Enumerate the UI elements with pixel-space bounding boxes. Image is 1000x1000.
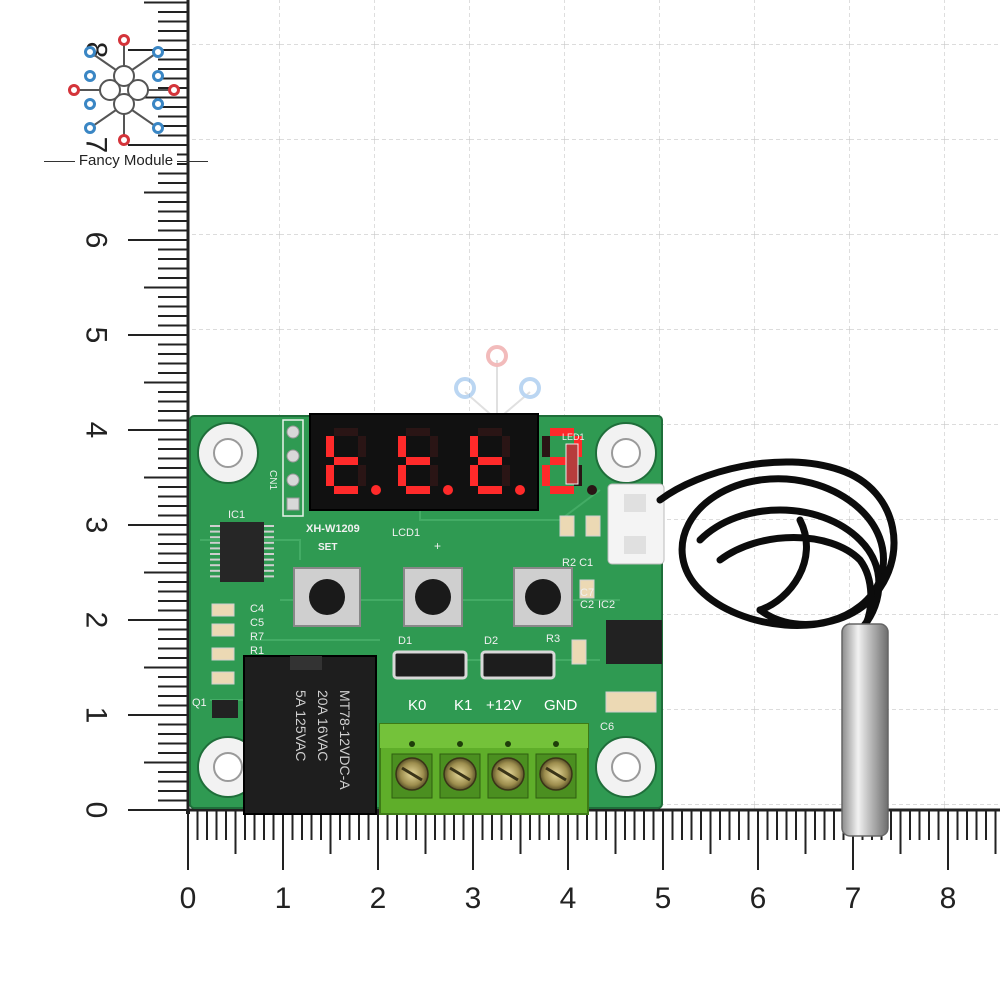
c2-label: C2	[580, 599, 594, 611]
x-ruler-label: 2	[370, 882, 387, 915]
relay-rating-2: 5A 125VAC	[293, 690, 309, 761]
display-digit	[470, 428, 525, 495]
y-ruler-label: 2	[80, 612, 113, 629]
y-ruler-label: 4	[80, 422, 113, 439]
diode-d1	[392, 650, 468, 680]
q1-label: Q1	[192, 697, 207, 709]
d2-label: D2	[484, 635, 498, 647]
terminal-block	[379, 723, 589, 815]
x-ruler-label: 4	[560, 882, 577, 915]
up-button	[403, 567, 463, 627]
diode-d2	[480, 650, 556, 680]
c7-label: C7	[580, 587, 594, 599]
fancy-module-logo	[68, 34, 180, 146]
sensor-connector	[607, 483, 665, 565]
terminal-label-k1: K1	[454, 697, 472, 714]
d1-label: D1	[398, 635, 412, 647]
x-ruler-label: 0	[180, 882, 197, 915]
y-ruler-label: 0	[80, 802, 113, 819]
x-ruler-label: 3	[465, 882, 482, 915]
x-ruler-label: 5	[655, 882, 672, 915]
relay-rating-1: 20A 16VAC	[315, 690, 331, 761]
led1-label: LED1	[562, 432, 585, 442]
set-label: SET	[318, 542, 337, 553]
display-digit	[398, 428, 453, 495]
r1-label: R1	[250, 645, 264, 657]
y-ruler-label: 1	[80, 707, 113, 724]
x-ruler-label: 8	[940, 882, 957, 915]
ic2-label: IC2	[598, 599, 615, 611]
q1-transistor	[212, 700, 238, 718]
ic1-chip	[210, 522, 274, 582]
terminal-label-12v: +12V	[486, 697, 521, 714]
terminal-label-k0: K0	[408, 697, 426, 714]
led1	[565, 443, 579, 485]
set-button	[293, 567, 361, 627]
board-model-label: XH-W1209	[306, 523, 360, 535]
ic1-label: IC1	[228, 509, 245, 521]
r2c1-label: R2 C1	[562, 557, 593, 569]
r3-label: R3	[546, 633, 560, 645]
y-ruler-label: 5	[80, 327, 113, 344]
cn1-header	[282, 419, 304, 517]
ic2-regulator	[606, 620, 662, 664]
display-digit	[326, 428, 381, 495]
r7-label: R7	[250, 631, 264, 643]
x-ruler-label: 7	[845, 882, 862, 915]
down-button	[513, 567, 573, 627]
push-buttons	[293, 567, 573, 627]
cn1-label: CN1	[267, 470, 278, 490]
relay: MT78-12VDC-A 20A 16VAC 5A 125VAC	[243, 655, 377, 815]
plus-label: +	[434, 539, 441, 553]
terminal-label-gnd: GND	[544, 697, 578, 714]
temperature-probe	[656, 458, 898, 837]
brand-name: Fancy Module	[44, 152, 208, 169]
relay-model: MT78-12VDC-A	[337, 690, 353, 790]
c6-label: C6	[600, 721, 614, 733]
c4-label: C4	[250, 603, 264, 615]
y-ruler-label: 3	[80, 517, 113, 534]
y-ruler-label: 6	[80, 232, 113, 249]
smd-components	[211, 515, 657, 713]
c5-label: C5	[250, 617, 264, 629]
x-ruler-label: 1	[275, 882, 292, 915]
lcd1-label: LCD1	[392, 527, 420, 539]
seven-segment-display	[309, 413, 597, 511]
x-ruler-label: 6	[750, 882, 767, 915]
display-digits	[326, 428, 597, 495]
y-ruler-label: 7	[80, 137, 113, 154]
